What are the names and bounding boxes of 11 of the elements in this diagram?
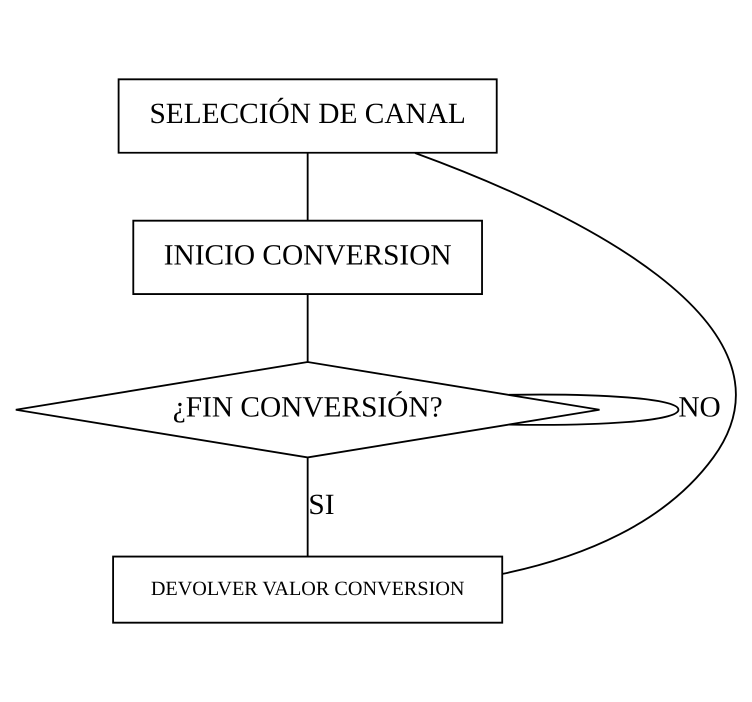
connector <box>306 294 309 362</box>
node-box: INICIO CONVERSION <box>132 220 483 296</box>
node-diamond: ¿FIN CONVERSIÓN? <box>14 361 600 458</box>
connector <box>306 153 309 220</box>
node-box: SELECCIÓN DE CANAL <box>118 78 498 154</box>
node-box: DEVOLVER VALOR CONVERSION <box>112 556 504 624</box>
edge-label: SI <box>308 488 334 521</box>
connector <box>508 394 680 426</box>
edge-label: NO <box>678 392 721 424</box>
connector <box>414 152 737 575</box>
connector <box>306 458 309 556</box>
